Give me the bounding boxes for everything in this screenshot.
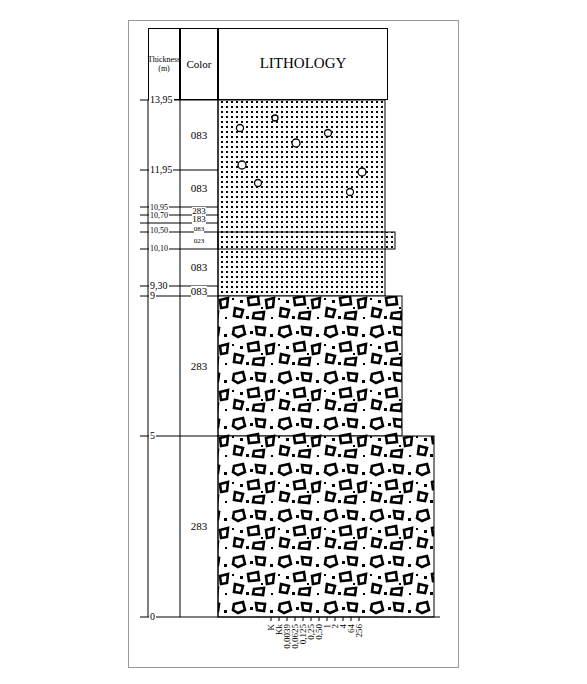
axis-tick (327, 617, 328, 621)
lithology-header: LITHOLOGY (218, 28, 388, 100)
thickness-value: 0 (149, 612, 156, 622)
thickness-value: 5 (149, 431, 156, 441)
thickness-value: 9 (149, 291, 156, 301)
color-code: 083 (191, 286, 208, 297)
thickness-value: 9,30 (149, 281, 169, 291)
axis-tick (343, 617, 344, 621)
header-text: Color (186, 58, 211, 71)
color-code: 283 (191, 521, 208, 532)
color-code: 083 (191, 183, 208, 194)
color-code: 083 (191, 130, 208, 141)
thickness-value: 10,70 (149, 212, 169, 220)
header-text: Thickness (m) (148, 55, 180, 73)
thickness-header: Thickness (m) (148, 28, 180, 100)
axis-tick (295, 617, 296, 621)
thickness-value: 10,10 (149, 245, 169, 253)
axis-tick (319, 617, 320, 621)
axis-tick (279, 617, 280, 621)
grain-size-label: 256 (355, 624, 364, 638)
thickness-value: 11,95 (149, 165, 173, 175)
thickness-value: 10,50 (149, 227, 169, 235)
header-text: LITHOLOGY (260, 55, 347, 72)
axis-tick (359, 617, 360, 621)
thickness-value: 10,95 (149, 204, 169, 212)
axis-tick (303, 617, 304, 621)
color-header: Color (180, 28, 218, 100)
axis-tick (351, 617, 352, 621)
axis-tick (311, 617, 312, 621)
color-code: 183 (192, 215, 206, 224)
color-code: 023 (194, 238, 205, 245)
axis-tick (287, 617, 288, 621)
color-code: 083 (191, 262, 208, 273)
color-code: 283 (191, 361, 208, 372)
thickness-value: 13,95 (149, 95, 174, 105)
color-code: 083 (194, 226, 205, 233)
axis-tick (271, 617, 272, 621)
axis-tick (335, 617, 336, 621)
